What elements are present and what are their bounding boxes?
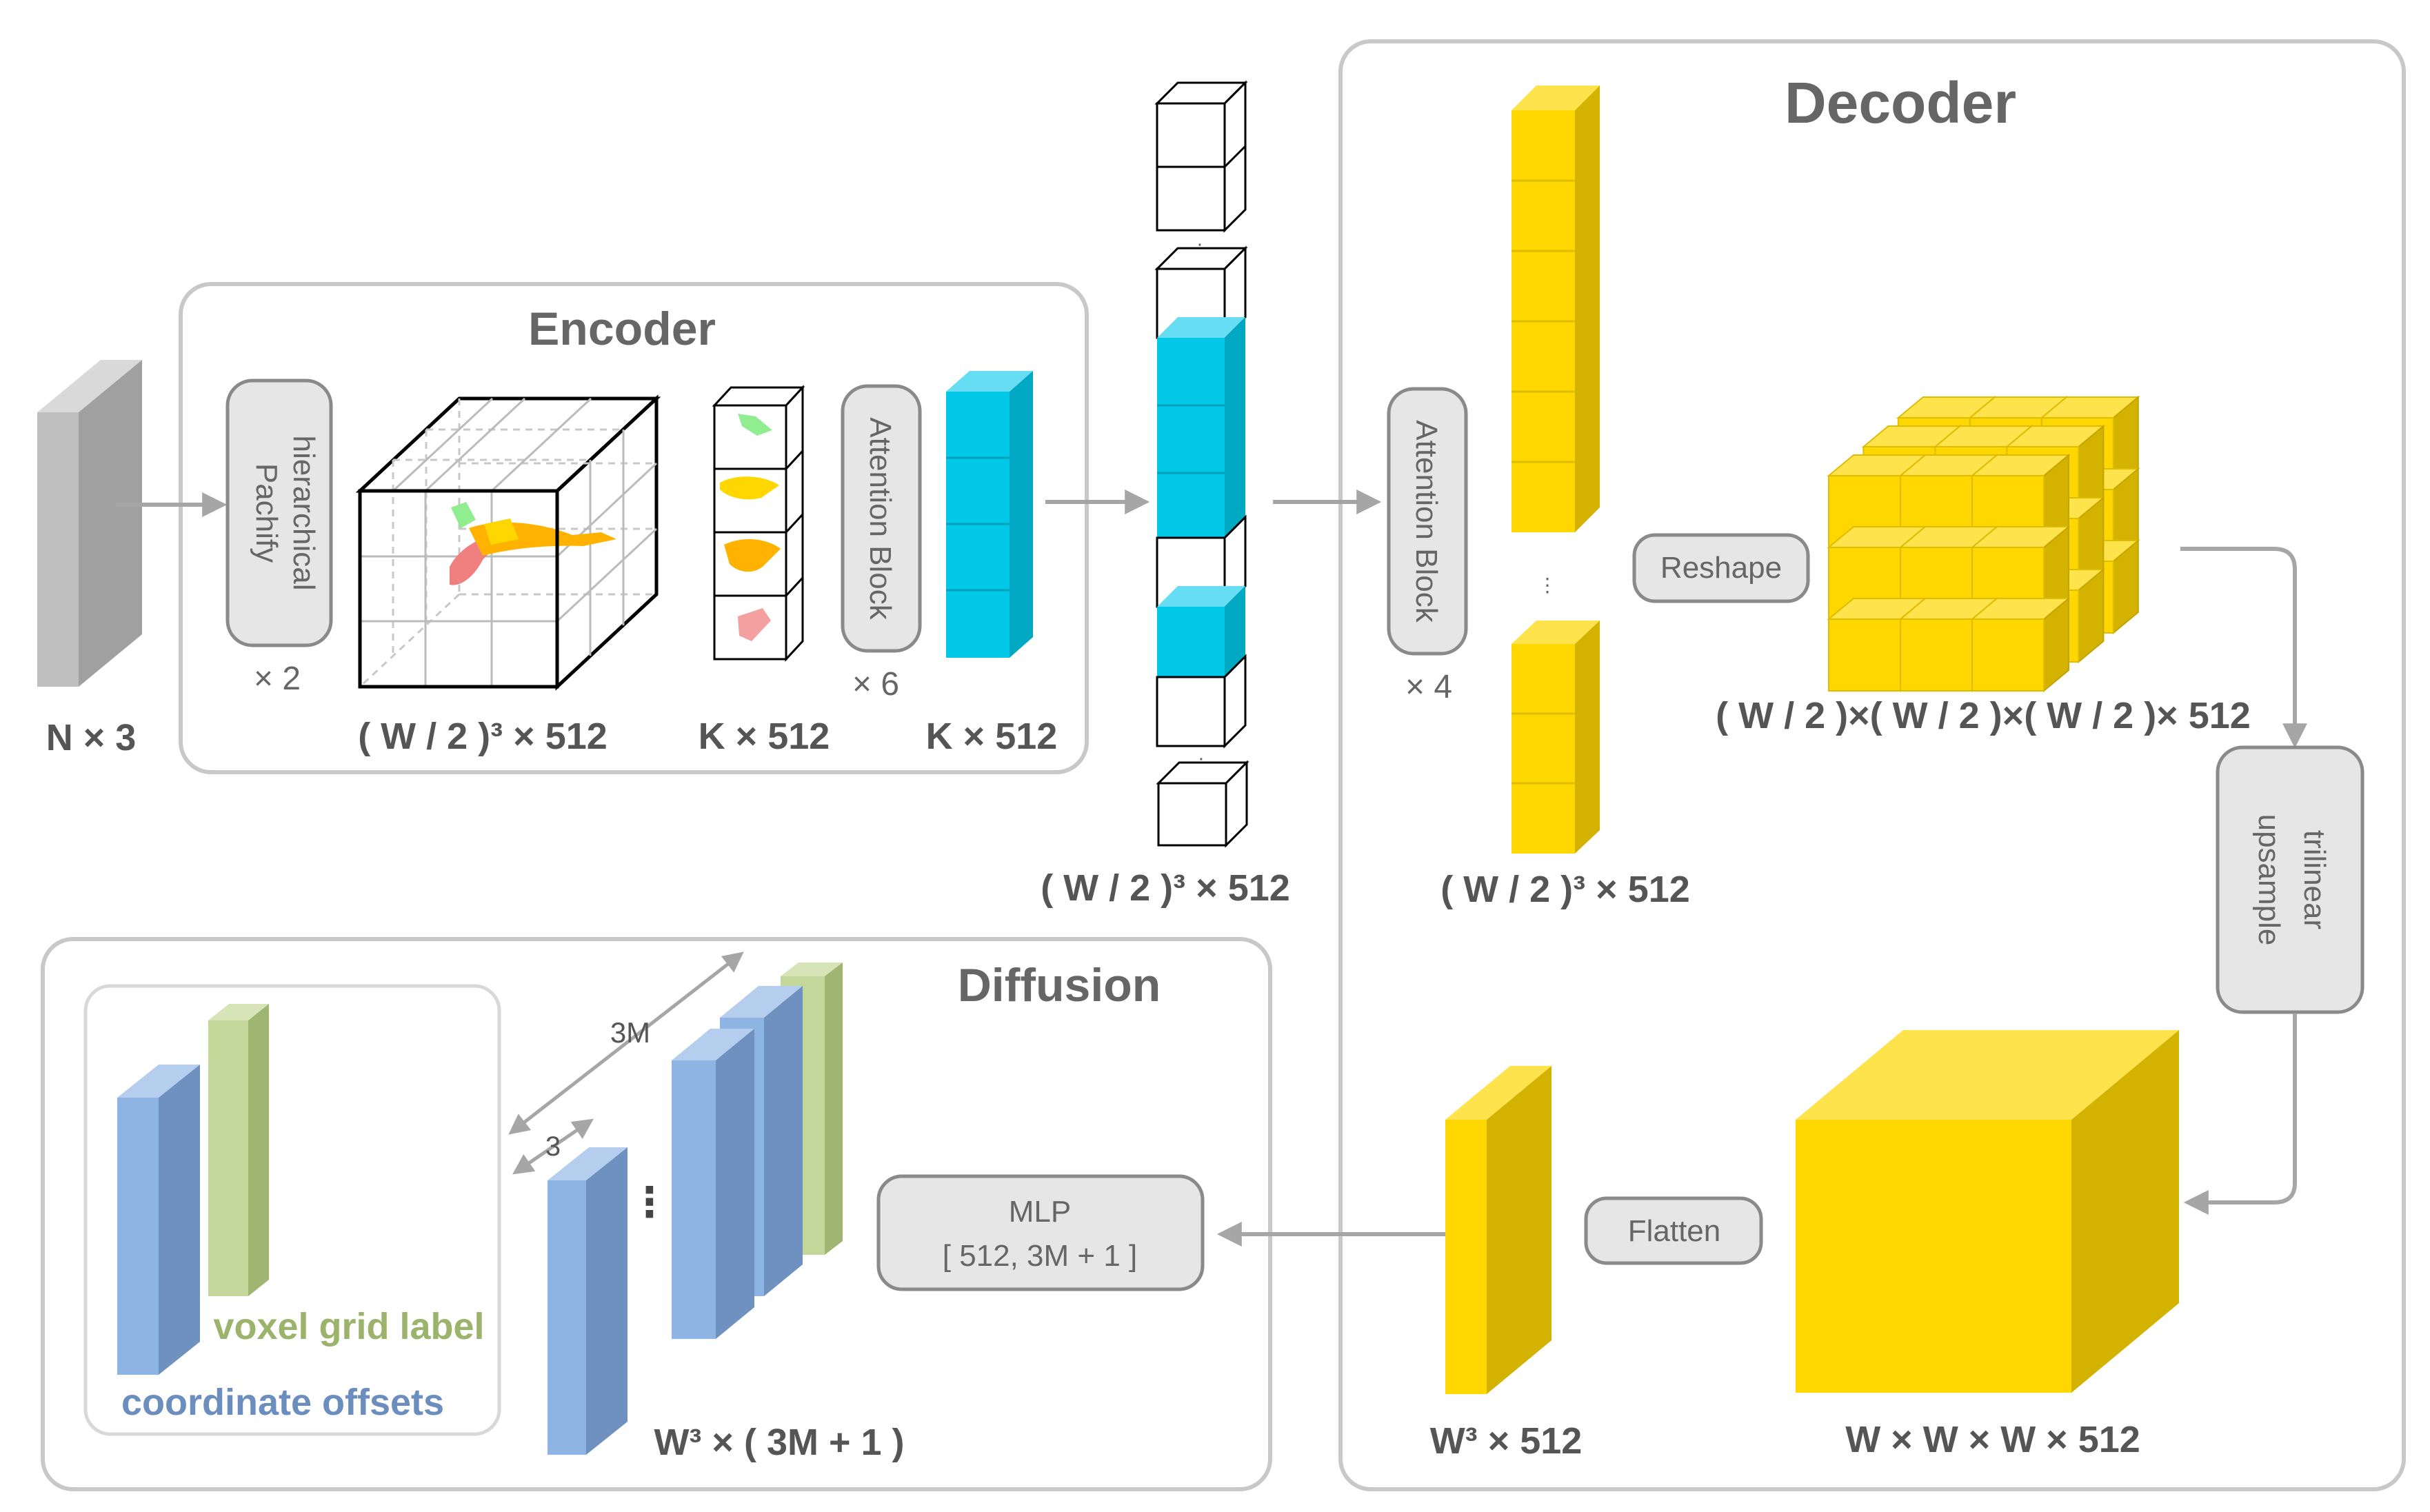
- decoder-attention-op: Attention Block: [1387, 387, 1468, 656]
- diffusion-title: Diffusion: [958, 959, 1161, 1011]
- legend-blue-slab: [117, 1065, 200, 1375]
- legend-coordinate-offsets: coordinate offsets: [121, 1382, 444, 1423]
- dim-arrow-3: [512, 1118, 594, 1175]
- svg-text:trilinear: trilinear: [2298, 830, 2331, 929]
- encoder-panel: [179, 282, 1089, 774]
- sequence-column-mid: [1154, 245, 1248, 749]
- decoder-token-stack-top: [1512, 85, 1600, 532]
- decoder-title: Decoder: [1785, 70, 2016, 135]
- pachify-times: × 2: [254, 661, 301, 697]
- decoder-panel: [1338, 39, 2406, 1491]
- voxel-label: ( W / 2 )³ × 512: [358, 716, 608, 757]
- full-grid-cube: [1796, 1030, 2179, 1393]
- full-grid-label: W × W × W × 512: [1845, 1419, 2140, 1460]
- pachify-op: hierarchical Pachify: [225, 379, 333, 647]
- sequence-label: ( W / 2 )³ × 512: [1041, 867, 1290, 909]
- sequence-column-end: [1156, 760, 1249, 848]
- svg-text:upsample: upsample: [2252, 814, 2286, 946]
- svg-text:Attention Block: Attention Block: [1409, 420, 1443, 623]
- flat-label: W³ × 512: [1430, 1420, 1583, 1462]
- output-blue-slab-front: [672, 1029, 754, 1339]
- arrow-to-upsample: [2180, 547, 2307, 749]
- output-dots: ⋮: [629, 1179, 670, 1225]
- legend-voxel-grid-label: voxel grid label: [213, 1306, 484, 1347]
- patch-points-orange: [724, 539, 781, 572]
- reshape-op: Reshape: [1632, 533, 1810, 603]
- svg-text:hierarchical: hierarchical: [287, 436, 321, 591]
- k-label-2: K × 512: [926, 716, 1058, 757]
- encoder-attention-times: × 6: [852, 666, 899, 703]
- decoder-dots: ⋮: [1538, 574, 1557, 596]
- encoder-attention-op: Attention Block: [841, 384, 922, 653]
- svg-text:Reshape: Reshape: [1660, 551, 1782, 585]
- decoder-token-stack-bottom: [1512, 621, 1600, 854]
- encoder-title: Encoder: [528, 303, 716, 355]
- svg-text:[ 512, 3M + 1 ]: [ 512, 3M + 1 ]: [943, 1239, 1138, 1273]
- svg-text:Attention Block: Attention Block: [863, 417, 897, 620]
- diffusion-panel: [41, 937, 1272, 1491]
- svg-text:MLP: MLP: [1009, 1195, 1071, 1229]
- encoder-token-stack: [946, 371, 1033, 658]
- voxel-cube: [355, 394, 661, 691]
- legend-panel: [83, 984, 501, 1436]
- input-point-cloud: [37, 360, 142, 687]
- output-blue-slab-single: [548, 1147, 627, 1455]
- decoder-tokens-label: ( W / 2 )³ × 512: [1440, 869, 1690, 910]
- dim-3-label: 3: [545, 1131, 561, 1162]
- upsample-op: trilinear upsample: [2216, 745, 2364, 1014]
- sequence-column: [1154, 80, 1248, 233]
- flatten-op: Flatten: [1584, 1196, 1763, 1265]
- patch-points-red: [738, 608, 771, 641]
- decoder-attention-times: × 4: [1405, 669, 1452, 705]
- k-label-1: K × 512: [699, 716, 830, 757]
- legend-green-slab: [208, 1004, 269, 1296]
- flat-token-slab: [1445, 1066, 1552, 1394]
- mlp-op: MLP [ 512, 3M + 1 ]: [876, 1174, 1205, 1291]
- patch-points-green: [738, 414, 772, 436]
- mlp-out-label: W³ × ( 3M + 1 ): [654, 1422, 904, 1463]
- reshaped-cube-grid: [1827, 395, 2140, 693]
- patch-points-yellow: [720, 476, 779, 500]
- reshaped-label: ( W / 2 )×( W / 2 )×( W / 2 )× 512: [1716, 695, 2251, 736]
- dim-arrow-3m: [508, 951, 744, 1135]
- svg-text:Flatten: Flatten: [1628, 1214, 1721, 1248]
- dim-3m-label: 3M: [610, 1016, 650, 1049]
- arrow-upsample-to-grid: [2183, 1014, 2297, 1215]
- input-label: N × 3: [46, 717, 137, 758]
- svg-text:Pachify: Pachify: [250, 463, 283, 563]
- grid-cube: [1970, 596, 2071, 693]
